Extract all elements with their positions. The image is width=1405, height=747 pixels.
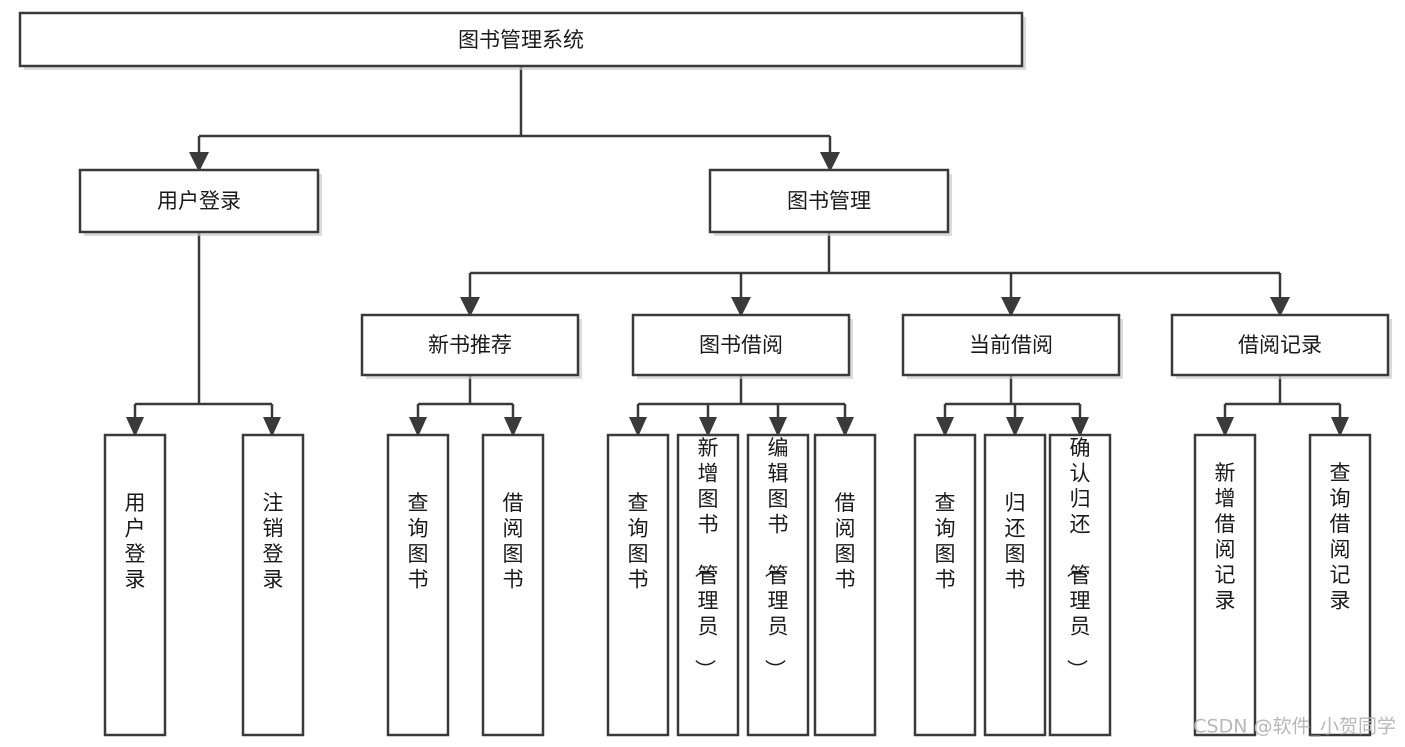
node-leaf-logout[interactable]: 注销登录: [241, 433, 305, 737]
arrowhead-new-book-rec: [460, 297, 480, 317]
node-leaf-confirm-return-label: 确认归还（管理员）: [1065, 436, 1091, 680]
connector-book-manage-trunk: [468, 232, 1282, 303]
node-leaf-borrow-book-1[interactable]: 借阅图书: [481, 433, 545, 737]
node-current-borrow-box: [901, 313, 1121, 377]
node-leaf-confirm-return-box: [1048, 433, 1112, 737]
connector-user-login-trunk: [133, 232, 274, 423]
arrowhead-user-login: [189, 152, 209, 172]
node-leaf-user-login-label: 用户登录: [125, 491, 146, 592]
node-leaf-add-record-box: [1193, 433, 1257, 737]
node-new-book-rec-box: [360, 313, 580, 377]
node-leaf-query-book-1-label: 查询图书: [408, 491, 429, 592]
node-book-manage-label: 图书管理: [787, 189, 871, 213]
node-root[interactable]: 图书管理系统: [18, 11, 1026, 70]
arrowhead-leaf-borrow-book-2: [836, 417, 854, 437]
node-current-borrow[interactable]: 当前借阅: [901, 313, 1123, 379]
node-book-borrow-label: 图书借阅: [699, 333, 783, 357]
node-leaf-add-book-box: [676, 433, 740, 737]
node-leaf-confirm-return[interactable]: 确认归还（管理员）: [1048, 433, 1112, 737]
node-book-manage[interactable]: 图书管理: [708, 168, 952, 236]
node-leaf-logout-label: 注销登录: [263, 491, 284, 592]
node-leaf-return-book-box: [983, 433, 1047, 737]
arrowhead-leaf-confirm-return: [1071, 417, 1089, 437]
node-user-login[interactable]: 用户登录: [78, 168, 322, 236]
connector-book-borrow-trunk: [636, 375, 847, 423]
node-leaf-logout-box: [241, 433, 305, 737]
arrowhead-book-manage: [820, 152, 840, 172]
node-leaf-query-book-3-box: [913, 433, 977, 737]
node-leaf-edit-book-box: [746, 433, 810, 737]
node-leaf-return-book[interactable]: 归还图书: [983, 433, 1047, 737]
node-leaf-query-record[interactable]: 查询借阅记录: [1308, 433, 1372, 737]
arrowhead-leaf-user-login: [126, 417, 144, 437]
node-leaf-query-record-label: 查询借阅记录: [1330, 461, 1351, 613]
node-borrow-record-box: [1170, 313, 1390, 377]
node-leaf-add-book-label: 新增图书（管理员）: [693, 436, 719, 680]
node-leaf-query-book-2[interactable]: 查询图书: [606, 433, 670, 737]
arrowhead-leaf-query-book-2: [629, 417, 647, 437]
node-borrow-record-label: 借阅记录: [1238, 333, 1322, 357]
connector-layer: [126, 66, 1349, 437]
arrowhead-book-borrow: [731, 297, 751, 317]
node-leaf-borrow-book-2-label: 借阅图书: [835, 491, 856, 592]
node-new-book-rec[interactable]: 新书推荐: [360, 313, 582, 379]
node-leaf-query-book-2-label: 查询图书: [628, 491, 649, 592]
node-current-borrow-label: 当前借阅: [969, 333, 1053, 357]
connector-borrow-record-trunk: [1223, 375, 1342, 423]
leaf-nodes-layer: 用户登录 注销登录 查询图书 借阅图书 查询图书 新增图书（管理员）: [103, 433, 1372, 737]
node-user-login-box: [78, 168, 320, 234]
node-book-borrow[interactable]: 图书借阅: [631, 313, 853, 379]
arrowhead-leaf-add-record: [1216, 417, 1234, 437]
node-leaf-edit-book-label: 编辑图书（管理员）: [763, 436, 789, 680]
node-book-borrow-box: [631, 313, 851, 377]
arrowhead-leaf-borrow-book-1: [504, 417, 522, 437]
node-leaf-borrow-book-1-box: [481, 433, 545, 737]
connector-new-book-rec-trunk: [416, 375, 515, 423]
node-leaf-borrow-book-2-box: [813, 433, 877, 737]
node-leaf-query-book-2-box: [606, 433, 670, 737]
node-leaf-add-record[interactable]: 新增借阅记录: [1193, 433, 1257, 737]
csdn-watermark: CSDN @软件_小贺同学: [1193, 716, 1396, 738]
arrowhead-leaf-add-book: [699, 417, 717, 437]
node-root-label: 图书管理系统: [458, 28, 584, 52]
connector-current-borrow-trunk: [943, 375, 1082, 423]
node-leaf-query-book-3-label: 查询图书: [935, 491, 956, 592]
arrowhead-leaf-query-book-3: [936, 417, 954, 437]
node-user-login-label: 用户登录: [157, 189, 241, 213]
node-borrow-record[interactable]: 借阅记录: [1170, 313, 1392, 379]
node-leaf-add-record-label: 新增借阅记录: [1215, 461, 1236, 613]
node-root-box: [18, 11, 1024, 68]
arrowhead-leaf-logout: [263, 417, 281, 437]
node-leaf-borrow-book-1-label: 借阅图书: [503, 491, 524, 592]
node-leaf-user-login-box: [103, 433, 167, 737]
node-leaf-add-book[interactable]: 新增图书（管理员）: [676, 433, 740, 737]
node-leaf-query-book-1-box: [386, 433, 450, 737]
arrowhead-current-borrow: [1001, 297, 1021, 317]
node-book-manage-box: [708, 168, 950, 234]
arrowhead-borrow-record: [1270, 297, 1290, 317]
arrowhead-leaf-query-book-1: [409, 417, 427, 437]
connector-root-trunk: [197, 66, 832, 158]
node-leaf-query-book-1[interactable]: 查询图书: [386, 433, 450, 737]
node-leaf-return-book-label: 归还图书: [1005, 491, 1026, 592]
node-leaf-query-record-box: [1308, 433, 1372, 737]
node-new-book-rec-label: 新书推荐: [428, 333, 512, 357]
node-leaf-query-book-3[interactable]: 查询图书: [913, 433, 977, 737]
node-leaf-user-login[interactable]: 用户登录: [103, 433, 167, 737]
node-leaf-borrow-book-2[interactable]: 借阅图书: [813, 433, 877, 737]
arrowhead-leaf-return-book: [1006, 417, 1024, 437]
arrowhead-leaf-edit-book: [769, 417, 787, 437]
node-leaf-edit-book[interactable]: 编辑图书（管理员）: [746, 433, 810, 737]
arrowhead-leaf-query-record: [1331, 417, 1349, 437]
